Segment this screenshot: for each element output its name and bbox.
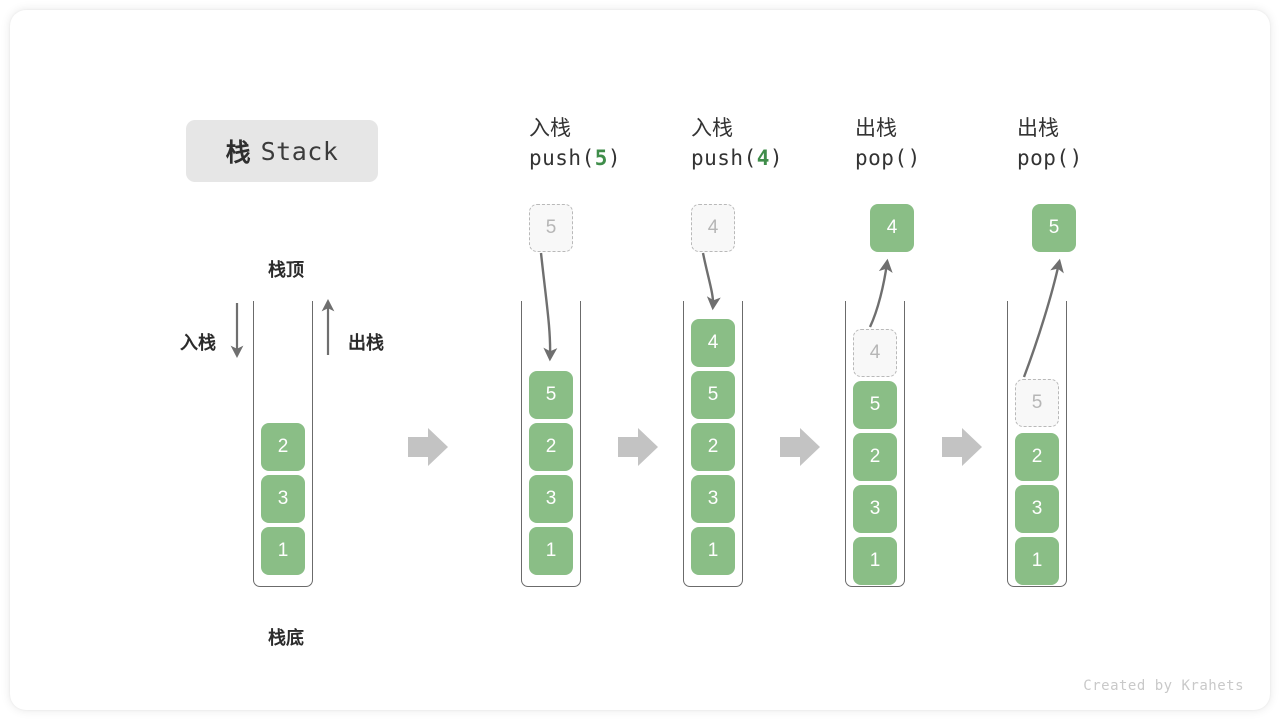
column-header-code: push(5) [529,144,621,174]
diagram-canvas: 栈 Stack 栈顶 栈底 入栈 出栈 入栈 push(5) 入栈 push(4… [10,10,1270,710]
flow-arrow [408,428,448,466]
column-header-pop-4: 出栈 pop() [855,114,921,174]
title-chinese: 栈 [225,139,251,167]
popped-element: 4 [870,204,914,252]
stack-cell: 4 [691,319,735,367]
push-4-motion-arrow [701,252,721,311]
column-header-cn: 入栈 [691,117,733,140]
code-prefix: pop( [1017,145,1070,170]
code-prefix: pop( [855,145,908,170]
code-number: 4 [756,145,770,170]
code-number: 5 [594,145,608,170]
column-header-push-5: 入栈 push(5) [529,114,621,174]
stack-cell: 3 [853,485,897,533]
stack-top-label: 栈顶 [268,260,304,280]
stack-cell: 1 [691,527,735,575]
code-suffix: ) [607,145,622,170]
title-english: Stack [260,136,339,166]
code-suffix: ) [1069,145,1083,170]
flow-arrow [618,428,658,466]
column-header-cn: 入栈 [529,117,571,140]
code-suffix: ) [907,145,921,170]
stack-cell: 1 [1015,537,1059,585]
attribution-footer: Created by Krahets [1083,678,1244,694]
stack-cell: 5 [529,371,573,419]
stack-cell: 3 [261,475,305,523]
flow-arrow [780,428,820,466]
stack-cell: 5 [853,381,897,429]
stack-cell: 1 [261,527,305,575]
stack-cell: 2 [1015,433,1059,481]
stack-cell: 5 [691,371,735,419]
pop-direction-label: 出栈 [348,333,384,353]
column-header-pop-5: 出栈 pop() [1017,114,1083,174]
stack-cell: 2 [853,433,897,481]
stack-cell: 2 [261,423,305,471]
code-prefix: push( [529,145,595,170]
removed-element-ghost: 4 [853,329,897,377]
incoming-element-ghost: 4 [691,204,735,252]
page-title: 栈 Stack [186,120,378,182]
stack-cell: 2 [529,423,573,471]
column-header-push-4: 入栈 push(4) [691,114,783,174]
stack-cell: 1 [529,527,573,575]
column-header-code: push(4) [691,144,783,174]
incoming-element-ghost: 5 [529,204,573,252]
flow-arrow [942,428,982,466]
code-prefix: push( [691,145,757,170]
stack-cell: 3 [529,475,573,523]
column-header-cn: 出栈 [1017,117,1059,140]
stack-cell: 2 [691,423,735,471]
column-header-code: pop() [855,144,921,174]
stack-cell: 3 [1015,485,1059,533]
stack-cell: 3 [691,475,735,523]
column-header-cn: 出栈 [855,117,897,140]
column-header-code: pop() [1017,144,1083,174]
removed-element-ghost: 5 [1015,379,1059,427]
stack-cell: 1 [853,537,897,585]
code-suffix: ) [769,145,784,170]
popped-element: 5 [1032,204,1076,252]
stack-bottom-label: 栈底 [268,628,304,648]
push-direction-label: 入栈 [180,333,216,353]
